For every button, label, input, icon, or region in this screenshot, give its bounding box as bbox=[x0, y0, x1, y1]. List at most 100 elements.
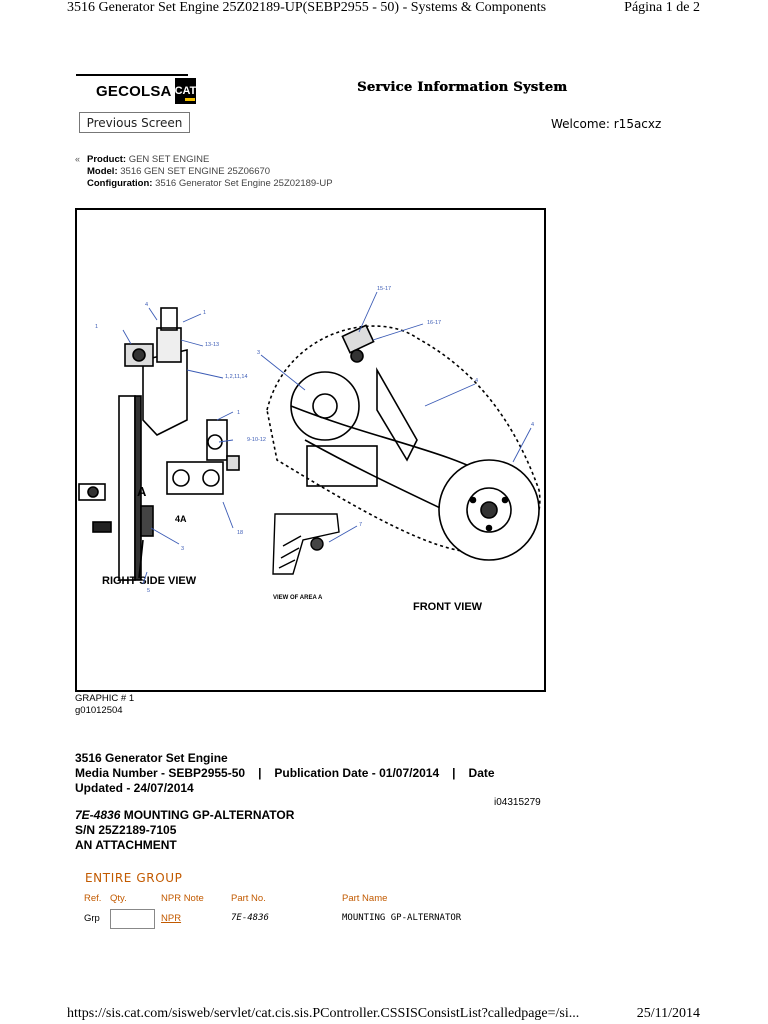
technical-illustration: RIGHT SIDE VIEW A 4A VIEW OF AREA A bbox=[75, 208, 546, 692]
tension-bolt bbox=[350, 349, 364, 363]
callout-2: 4 bbox=[145, 302, 148, 308]
product-value: GEN SET ENGINE bbox=[128, 154, 210, 165]
callout-3: 1 bbox=[95, 324, 98, 330]
callout-13: 3 bbox=[257, 350, 260, 356]
area-a-bolt bbox=[310, 537, 324, 551]
adjuster-stud bbox=[160, 307, 178, 331]
publication-line: Media Number - SEBP2955-50 | Publication D… bbox=[75, 766, 555, 781]
pulley-bolt-2 bbox=[501, 496, 509, 504]
footer-date: 25/11/2014 bbox=[636, 1006, 700, 1021]
area-a-hatch bbox=[278, 535, 302, 569]
top-clamp-bolt bbox=[132, 348, 146, 362]
side-nut bbox=[226, 455, 240, 471]
view-of-area-label: VIEW OF AREA A bbox=[273, 595, 323, 601]
pulley-bolt-1 bbox=[469, 496, 477, 504]
welcome-text: Welcome: r15acxz bbox=[551, 117, 662, 131]
entire-group-heading: ENTIRE GROUP bbox=[85, 871, 183, 885]
separator: | bbox=[258, 766, 262, 780]
media-number: Media Number - SEBP2955-50 bbox=[75, 766, 246, 780]
area-4a-label: 4A bbox=[175, 514, 187, 524]
callout-1: 1 bbox=[203, 310, 206, 316]
callout-15: 4 bbox=[531, 422, 534, 428]
print-footer: https://sis.cat.com/sisweb/servlet/cat.c… bbox=[67, 1006, 700, 1024]
configuration-label: Configuration: bbox=[87, 178, 153, 189]
brand-logo: GECOLSA CAT bbox=[76, 74, 197, 106]
updated-date: Updated - 24/07/2014 bbox=[75, 781, 194, 795]
footer-url: https://sis.cat.com/sisweb/servlet/cat.c… bbox=[67, 1006, 580, 1021]
part-title: MOUNTING GP-ALTERNATOR bbox=[123, 808, 295, 822]
print-header: 3516 Generator Set Engine 25Z02189-UP(SE… bbox=[67, 0, 700, 20]
area-a-detail bbox=[272, 513, 340, 575]
npr-link[interactable]: NPR bbox=[161, 913, 182, 924]
part-number: 7E-4836 bbox=[75, 808, 121, 822]
crank-pulley-hub bbox=[480, 501, 498, 519]
system-title: Service Information System bbox=[357, 80, 568, 95]
lower-mount bbox=[166, 461, 224, 495]
area-a-block bbox=[140, 505, 154, 537]
crank-pulley-inner bbox=[466, 487, 512, 533]
model-label: Model: bbox=[87, 166, 118, 177]
cat-logo-icon: CAT bbox=[174, 78, 197, 104]
illustration-svg: RIGHT SIDE VIEW A 4A VIEW OF AREA A bbox=[78, 286, 541, 613]
callout-7: 9-10-12 bbox=[247, 437, 266, 443]
previous-screen-button[interactable]: Previous Screen bbox=[79, 112, 190, 133]
lower-mount-hole-right bbox=[202, 469, 220, 487]
right-side-view-label: RIGHT SIDE VIEW bbox=[102, 575, 197, 587]
product-info: « Product: GEN SET ENGINE Model: 3516 GEN… bbox=[75, 153, 333, 190]
callout-16: 7 bbox=[359, 522, 362, 528]
tension-arm bbox=[341, 324, 375, 354]
mounting-plate bbox=[118, 395, 136, 581]
product-label: Product: bbox=[87, 154, 127, 165]
callout-8: 18 bbox=[237, 530, 243, 536]
callout-10: 5 bbox=[147, 588, 150, 594]
front-view-label: FRONT VIEW bbox=[413, 601, 483, 613]
mount-arm bbox=[376, 366, 418, 462]
attachment-label: AN ATTACHMENT bbox=[75, 838, 177, 852]
pulley-bolt-3 bbox=[485, 524, 493, 532]
separator: | bbox=[452, 766, 456, 780]
configuration-row: Configuration: 3516 Generator Set Engine… bbox=[75, 178, 333, 190]
configuration-value: 3516 Generator Set Engine 25Z02189-UP bbox=[155, 178, 333, 189]
callout-5: 1,2,11,14 bbox=[225, 374, 248, 380]
lower-bolt bbox=[92, 521, 112, 533]
graphic-id: g01012504 bbox=[75, 705, 123, 716]
publication-date: Publication Date - 01/07/2014 bbox=[274, 766, 440, 780]
print-header-title: 3516 Generator Set Engine 25Z02189-UP(SE… bbox=[67, 0, 547, 15]
brand-name: GECOLSA bbox=[96, 82, 172, 100]
back-arrow-icon[interactable]: « bbox=[75, 154, 81, 164]
mounting-plate-edge bbox=[134, 395, 142, 581]
row-part-name: MOUNTING GP-ALTERNATOR bbox=[342, 913, 462, 923]
quantity-input[interactable] bbox=[110, 909, 155, 929]
area-a-label: A bbox=[137, 484, 147, 499]
graphic-number: GRAPHIC # 1 bbox=[75, 693, 135, 704]
date-label: Date bbox=[468, 766, 495, 780]
col-qty: Qty. bbox=[110, 893, 127, 904]
lower-mount-hole-left bbox=[172, 469, 190, 487]
part-title-block: 7E-4836 MOUNTING GP-ALTERNATOR S/N 25Z21… bbox=[75, 808, 294, 853]
lower-rod bbox=[138, 539, 144, 579]
side-bolt bbox=[87, 486, 99, 498]
graphic-caption: GRAPHIC # 1 g01012504 bbox=[75, 693, 134, 717]
model-value: 3516 GEN SET ENGINE 25Z06670 bbox=[120, 166, 271, 177]
callout-12: 16-17 bbox=[427, 320, 441, 326]
col-ref: Ref. bbox=[84, 893, 102, 904]
serial-number: S/N 25Z2189-7105 bbox=[75, 823, 177, 837]
alternator-pulley bbox=[290, 371, 360, 441]
col-npr-note: NPR Note bbox=[161, 893, 204, 904]
part-heading: 7E-4836 MOUNTING GP-ALTERNATOR bbox=[75, 808, 294, 823]
model-row: Model: 3516 GEN SET ENGINE 25Z06670 bbox=[75, 166, 333, 178]
row-ref: Grp bbox=[84, 913, 100, 924]
col-part-name: Part Name bbox=[342, 893, 388, 904]
callout-9: 3 bbox=[181, 546, 184, 552]
print-header-page: Página 1 de 2 bbox=[624, 0, 700, 15]
callout-6: 1 bbox=[237, 410, 240, 416]
product-row: « Product: GEN SET ENGINE bbox=[75, 153, 333, 166]
callout-14: 4 bbox=[475, 378, 478, 384]
callout-4: 13-13 bbox=[205, 342, 219, 348]
mount-column bbox=[206, 419, 228, 461]
row-part-no: 7E-4836 bbox=[231, 913, 269, 923]
document-id: i04315279 bbox=[494, 797, 541, 808]
document-metadata: 3516 Generator Set Engine Media Number -… bbox=[75, 751, 555, 796]
engine-title: 3516 Generator Set Engine bbox=[75, 751, 228, 765]
side-bracket bbox=[78, 483, 106, 501]
